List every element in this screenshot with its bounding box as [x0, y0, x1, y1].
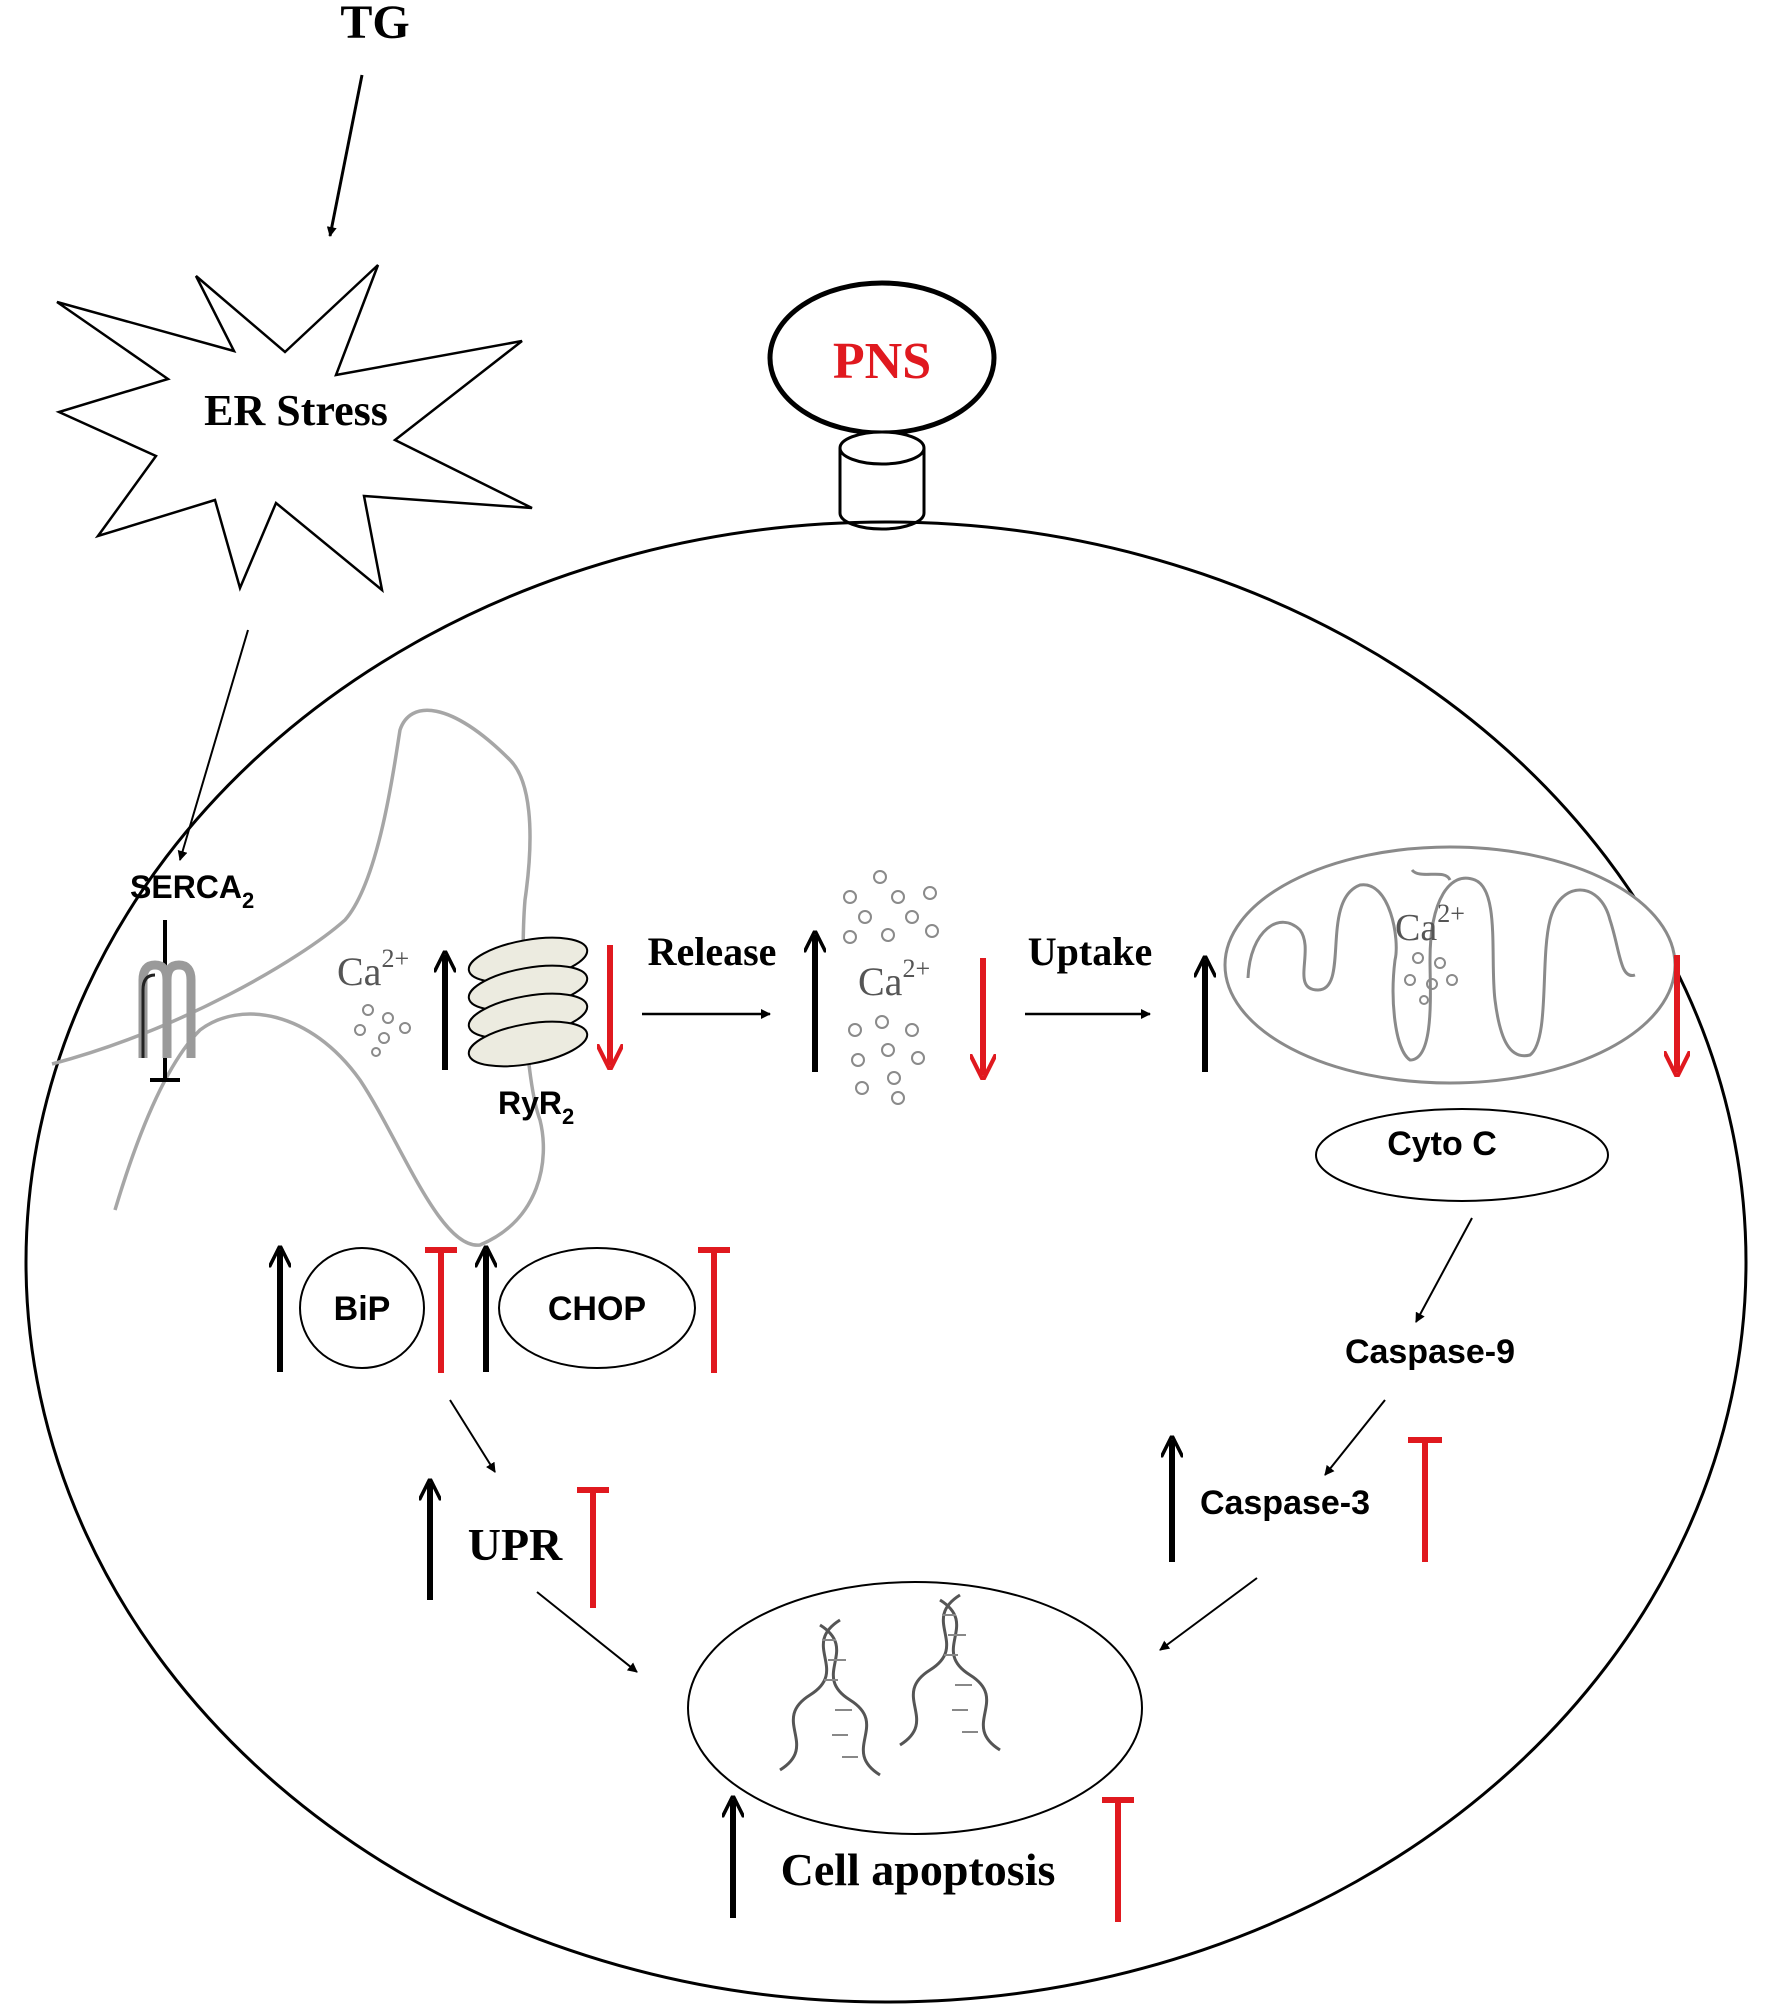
ryr2-channel-icon	[467, 936, 589, 1068]
dna-helix-icon-right	[899, 1593, 1001, 1752]
svg-text:Ca2+: Ca2+	[1395, 899, 1465, 949]
er-stress-label: ER Stress	[204, 386, 388, 435]
cyto-c-label: Cyto C	[1387, 1125, 1497, 1163]
bip-chop-to-upr-arrow	[449, 1399, 496, 1473]
er-ca-dots	[354, 1004, 411, 1057]
upr-label: UPR	[468, 1519, 563, 1570]
upr-inhibit-red	[577, 1487, 609, 1608]
upr-to-nucleus-arrow	[536, 1591, 638, 1673]
er-stress-burst	[55, 264, 533, 594]
caspase9-to-caspase3-arrow	[1324, 1399, 1386, 1476]
mitochondrion-cristae-top	[1410, 868, 1452, 881]
bip-label: BiP	[334, 1290, 391, 1328]
caspase3-label: Caspase-3	[1200, 1484, 1370, 1522]
chop-inhibit-red	[698, 1247, 730, 1373]
cytosol-ca-label: Ca2+	[858, 954, 930, 1004]
pns-label: PNS	[833, 333, 931, 390]
chop-label: CHOP	[548, 1290, 646, 1328]
mitochondrion-outer	[1223, 845, 1677, 1085]
mito-ca-label: Ca2+	[1395, 899, 1465, 949]
bip-oval	[299, 1247, 425, 1369]
mito-ca-dots	[1404, 952, 1458, 1005]
svg-text:Ca2+: Ca2+	[337, 944, 409, 994]
caspase9-label: Caspase-9	[1345, 1333, 1515, 1371]
svg-text:Ca2+: Ca2+	[858, 954, 930, 1004]
cytosol-ca-dots-top	[843, 870, 939, 944]
apoptosis-inhibit-red	[1102, 1797, 1134, 1922]
er-ca-label: Ca2+	[337, 944, 409, 994]
release-label: Release	[648, 929, 777, 974]
serca-pump-icon	[138, 920, 196, 1082]
serca-label: SERCA2	[130, 869, 254, 913]
caspase3-to-nucleus-arrow	[1159, 1577, 1258, 1651]
tg-to-er-stress-arrow	[326, 74, 364, 237]
dna-helix-icon-left	[779, 1618, 881, 1777]
ryr2-label: RyR2	[498, 1085, 574, 1129]
caspase3-inhibit-red	[1408, 1437, 1442, 1562]
cell-apoptosis-label: Cell apoptosis	[781, 1844, 1056, 1895]
bip-inhibit-red	[425, 1247, 457, 1373]
mitochondrion-cristae	[1246, 876, 1636, 1062]
er-membrane	[51, 708, 546, 1247]
tg-label: TG	[340, 0, 409, 49]
cell-membrane	[24, 520, 1748, 2004]
tg-pathway-to-serca-arrow	[177, 629, 249, 861]
uptake-label: Uptake	[1028, 929, 1152, 974]
membrane-channel-icon	[838, 430, 926, 531]
cyto-c-to-caspase9-arrow	[1415, 1217, 1473, 1323]
cyto-c-oval	[1315, 1108, 1609, 1202]
cytosol-ca-dots-bottom	[848, 1015, 925, 1105]
chop-oval	[498, 1247, 696, 1369]
